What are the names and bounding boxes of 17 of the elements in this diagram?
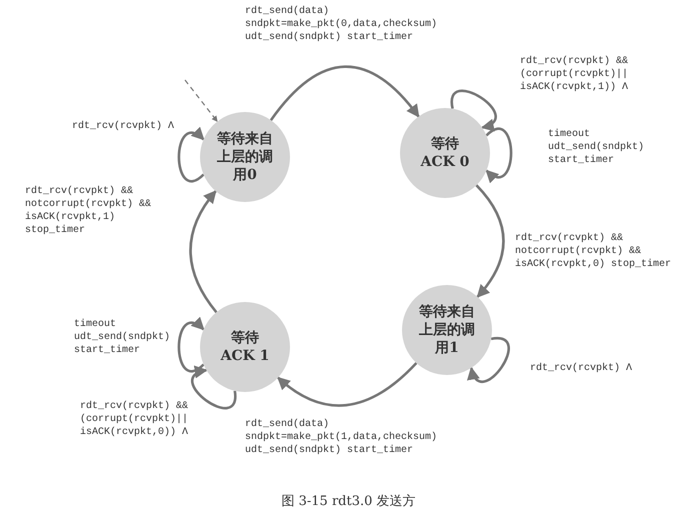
transition-arrow (189, 190, 218, 314)
transition-arrow (485, 128, 512, 183)
edge-label: rdt_rcv(rcvpkt) Λ (72, 120, 176, 133)
transition-arrow (178, 127, 205, 182)
transition-arrow (191, 367, 236, 410)
state-circle: 等待来自上层的调用1 (402, 285, 492, 375)
transition-arrow (277, 362, 418, 407)
transition-arrow (475, 184, 505, 298)
state-circle: 等待来自上层的调用0 (200, 112, 290, 202)
figure-caption: 图 3-15 rdt3.0 发送方 (280, 493, 417, 510)
state-circle: 等待ACK 0 (400, 108, 490, 198)
dashed-arrow (184, 80, 218, 122)
transition-arrow (178, 317, 205, 372)
transition-arrow (450, 90, 497, 130)
state-circle: 等待ACK 1 (200, 302, 290, 392)
transition-arrow (468, 337, 510, 383)
transition-arrow (270, 65, 420, 121)
